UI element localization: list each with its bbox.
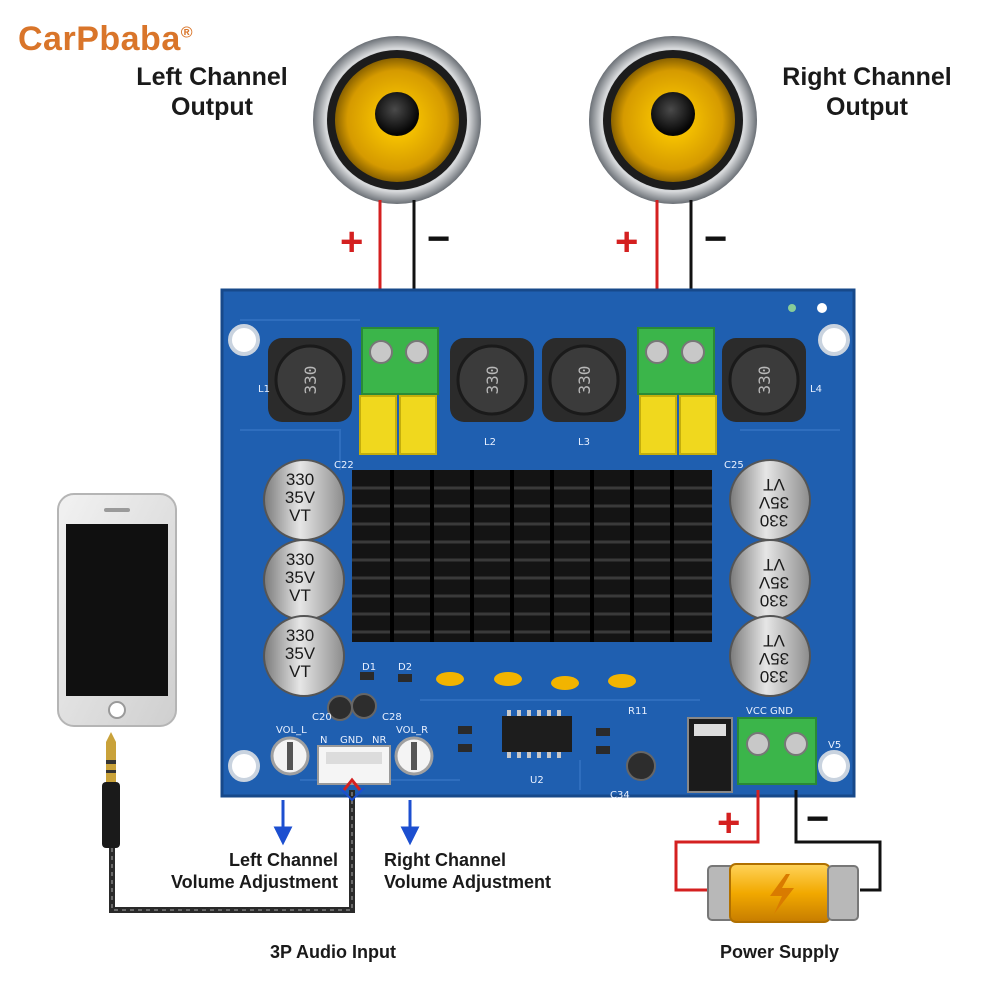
cap-r2-voltage: 35V bbox=[758, 573, 789, 592]
cap-l1-series: VT bbox=[289, 506, 311, 525]
left-electrolytic-capacitors bbox=[263, 459, 345, 697]
silk-c20: C20 bbox=[312, 712, 332, 723]
audio-jack-plug bbox=[102, 732, 120, 848]
left-volume-potentiometer bbox=[270, 736, 310, 776]
cap-l1-voltage: 35V bbox=[285, 488, 316, 507]
silk-l2: L2 bbox=[484, 437, 496, 448]
right-volume-label: Right Channel Volume Adjustment bbox=[384, 850, 604, 893]
cap-r1-value: 330 bbox=[760, 511, 788, 530]
cap-r1-voltage: 35V bbox=[758, 493, 789, 512]
registered-mark: ® bbox=[180, 24, 194, 42]
inductor-l4 bbox=[722, 338, 806, 422]
inductor-l1-text: 330 bbox=[301, 366, 320, 395]
silk-c22: C22 bbox=[334, 460, 354, 471]
cap-r1-series: VT bbox=[763, 475, 785, 494]
left-speaker bbox=[313, 36, 481, 204]
audio-input-label: 3P Audio Input bbox=[270, 942, 396, 962]
silk-pin-gnd: GND bbox=[340, 735, 363, 746]
inductor-l3 bbox=[542, 338, 626, 422]
silk-u2: U2 bbox=[530, 775, 544, 786]
right-plus-sign: + bbox=[615, 220, 638, 264]
cap-l2-voltage: 35V bbox=[285, 568, 316, 587]
cap-r3-series: VT bbox=[763, 631, 785, 650]
right-volume-line2: Volume Adjustment bbox=[384, 871, 552, 892]
left-output-line1: Left Channel bbox=[136, 63, 288, 91]
brand-logo: CarPbaba® bbox=[18, 20, 193, 59]
right-minus-sign: − bbox=[704, 217, 727, 261]
silk-v5: V5 bbox=[828, 740, 841, 751]
left-volume-line2: Volume Adjustment bbox=[170, 871, 338, 892]
left-volume-line1: Left Channel bbox=[228, 850, 338, 870]
silk-pin-nr: NR bbox=[372, 735, 386, 746]
inductor-l2 bbox=[450, 338, 534, 422]
cap-r3-voltage: 35V bbox=[758, 649, 789, 668]
silk-c28: C28 bbox=[382, 712, 402, 723]
silk-d2: D2 bbox=[398, 662, 412, 673]
right-electrolytic-capacitors bbox=[729, 459, 811, 697]
cap-r2-series: VT bbox=[763, 555, 785, 574]
silk-vcc-gnd: VCC GND bbox=[746, 706, 793, 717]
silk-c25: C25 bbox=[724, 460, 744, 471]
right-output-line2: Output bbox=[826, 93, 908, 121]
inductor-l4-text: 330 bbox=[755, 366, 774, 395]
silk-r11: R11 bbox=[628, 706, 648, 717]
inductor-l1 bbox=[268, 338, 352, 422]
power-minus-sign: − bbox=[806, 797, 829, 841]
silk-d1: D1 bbox=[362, 662, 376, 673]
heatsink bbox=[352, 470, 712, 642]
right-speaker bbox=[589, 36, 757, 204]
cap-l3-voltage: 35V bbox=[285, 644, 316, 663]
silk-vol-r: VOL_R bbox=[396, 725, 428, 736]
audio-input-connector bbox=[317, 745, 391, 785]
inductor-l2-text: 330 bbox=[483, 366, 502, 395]
cap-l3-value: 330 bbox=[286, 626, 314, 645]
power-terminal bbox=[737, 717, 817, 785]
inductors bbox=[268, 338, 806, 422]
power-supply-label: Power Supply bbox=[720, 942, 840, 962]
left-output-label: Left Channel Output bbox=[112, 62, 312, 122]
inductor-l3-text: 330 bbox=[575, 366, 594, 395]
cap-l2-series: VT bbox=[289, 586, 311, 605]
brand-name: CarPbaba bbox=[18, 20, 181, 58]
right-volume-potentiometer bbox=[394, 736, 434, 776]
cap-l3-series: VT bbox=[289, 662, 311, 681]
silk-c34: C34 bbox=[610, 790, 630, 801]
right-volume-line1: Right Channel bbox=[384, 850, 506, 870]
small-components bbox=[327, 672, 733, 793]
smartphone bbox=[57, 493, 177, 727]
film-capacitors bbox=[359, 395, 717, 455]
cap-l2-value: 330 bbox=[286, 550, 314, 569]
right-output-label: Right Channel Output bbox=[762, 62, 972, 122]
silk-pin-n: N bbox=[320, 735, 327, 746]
left-output-line2: Output bbox=[171, 93, 253, 121]
left-minus-sign: − bbox=[427, 217, 450, 261]
audio-cable bbox=[109, 777, 365, 913]
cap-r3-value: 330 bbox=[760, 667, 788, 686]
battery bbox=[707, 863, 859, 923]
power-plus-sign: + bbox=[717, 801, 740, 845]
mounting-holes bbox=[228, 303, 850, 782]
smd-capacitor-row bbox=[436, 672, 636, 690]
left-volume-label: Left Channel Volume Adjustment bbox=[138, 850, 338, 893]
cap-r2-value: 330 bbox=[760, 591, 788, 610]
right-output-line1: Right Channel bbox=[782, 63, 952, 91]
volume-arrows bbox=[273, 800, 420, 846]
left-output-terminal bbox=[361, 327, 439, 395]
left-plus-sign: + bbox=[340, 220, 363, 264]
power-wires bbox=[674, 790, 882, 892]
silk-vol-l: VOL_L bbox=[276, 725, 307, 736]
silk-l4: L4 bbox=[810, 384, 822, 395]
right-output-terminal bbox=[637, 327, 715, 395]
cap-l1-value: 330 bbox=[286, 470, 314, 489]
silk-l3: L3 bbox=[578, 437, 590, 448]
silk-l1: L1 bbox=[258, 384, 270, 395]
